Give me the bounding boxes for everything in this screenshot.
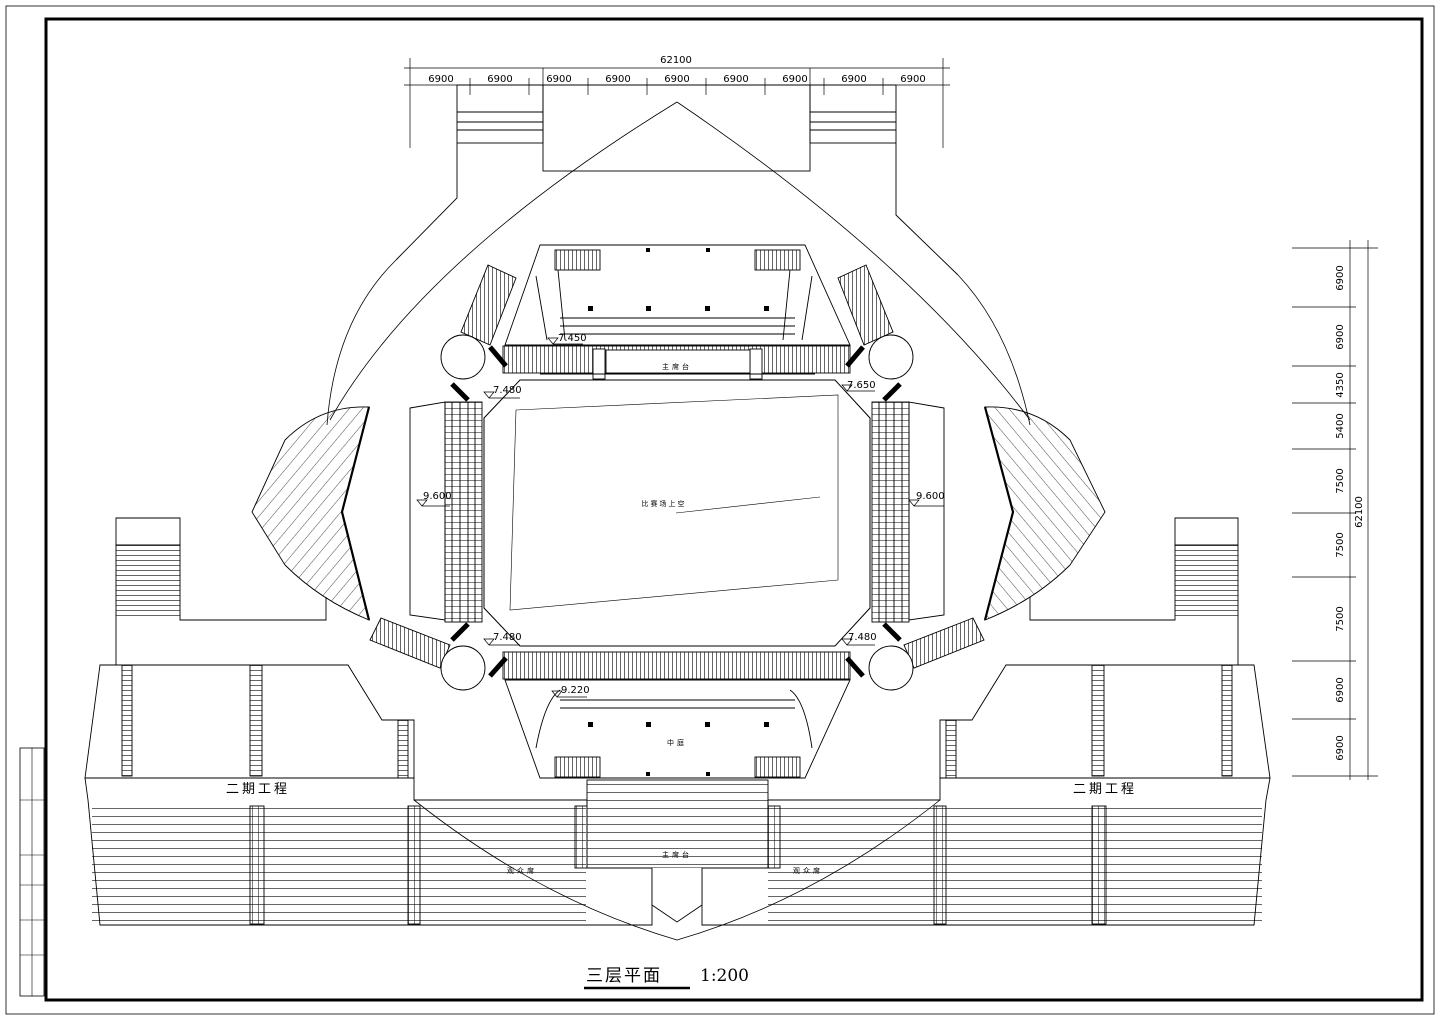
elevation-left-stand: 9.600 (423, 491, 452, 502)
right-span-5: 7500 (1335, 468, 1346, 493)
stand-left-label: 观众席 (507, 866, 537, 875)
top-span-1: 6900 (428, 74, 453, 85)
elevation-bottom-right: 7.480 (848, 632, 877, 643)
top-span-4: 6900 (605, 74, 630, 85)
right-span-labels: 6900 6900 4350 5400 7500 7500 7500 6900 … (1335, 265, 1365, 760)
right-dimension-chain (1292, 240, 1378, 780)
right-span-6: 7500 (1335, 532, 1346, 557)
top-span-3: 6900 (546, 74, 571, 85)
right-overall-dimension: 62100 (1354, 496, 1365, 528)
elevation-bottom-center: 9.220 (561, 685, 590, 696)
right-span-1: 6900 (1335, 265, 1346, 290)
top-overall-dimension: 62100 (660, 55, 692, 66)
right-span-8: 6900 (1335, 677, 1346, 702)
south-center-label: 中庭 (667, 738, 687, 747)
phase-two-left-label: 二期工程 (226, 782, 290, 797)
corner-wall-bars (450, 345, 902, 678)
right-span-9: 6900 (1335, 735, 1346, 760)
stand-right-label: 观众席 (793, 866, 823, 875)
center-entrance-stair (586, 779, 769, 923)
drawing-title: 三层平面 (586, 966, 662, 986)
field-void-label: 比赛场上空 (642, 499, 687, 508)
top-entrance-block (395, 84, 959, 276)
lower-left-bleachers (84, 777, 653, 926)
drawing-scale: 1:200 (700, 966, 749, 986)
right-span-7: 7500 (1335, 606, 1346, 631)
top-span-9: 6900 (900, 74, 925, 85)
right-span-3: 4350 (1335, 372, 1346, 397)
right-span-4: 5400 (1335, 413, 1346, 438)
east-stand (871, 401, 945, 623)
top-span-5: 6900 (664, 74, 689, 85)
south-stand (502, 651, 851, 779)
title-block (19, 747, 45, 997)
north-stand-columns (588, 248, 769, 311)
right-annex (1029, 517, 1271, 779)
elevation-mid-right-top: 7.650 (847, 380, 876, 391)
north-rostrum-label: 主席台 (662, 362, 692, 371)
west-stand (409, 401, 483, 623)
top-span-2: 6900 (487, 74, 512, 85)
sheet-outer-border (5, 5, 1435, 1015)
corner-stairs (369, 264, 985, 691)
south-stand-columns (588, 722, 769, 776)
elevation-right-stand: 9.600 (916, 491, 945, 502)
left-annex (84, 517, 327, 779)
right-wing-fan (983, 406, 1106, 621)
south-rostrum-label: 主席台 (662, 850, 692, 859)
north-stand (502, 244, 851, 381)
top-span-8: 6900 (841, 74, 866, 85)
elevation-top-left: 7.450 (558, 333, 587, 344)
right-span-2: 6900 (1335, 324, 1346, 349)
left-wing-fan (251, 406, 371, 621)
top-span-7: 6900 (782, 74, 807, 85)
top-span-6: 6900 (723, 74, 748, 85)
elevation-markers (416, 337, 944, 698)
top-span-labels: 6900 6900 6900 6900 6900 6900 6900 6900 … (428, 74, 925, 85)
phase-two-right-label: 二期工程 (1073, 782, 1137, 797)
lower-right-block (939, 664, 1270, 779)
elevation-mid-left-top: 7.480 (493, 385, 522, 396)
sheet-inner-border (44, 17, 1424, 1002)
top-dimension-chain (404, 58, 950, 148)
elevation-bottom-left: 7.480 (493, 632, 522, 643)
lower-left-block (85, 664, 415, 779)
playing-field (483, 379, 871, 647)
lower-right-bleachers (701, 777, 1271, 926)
